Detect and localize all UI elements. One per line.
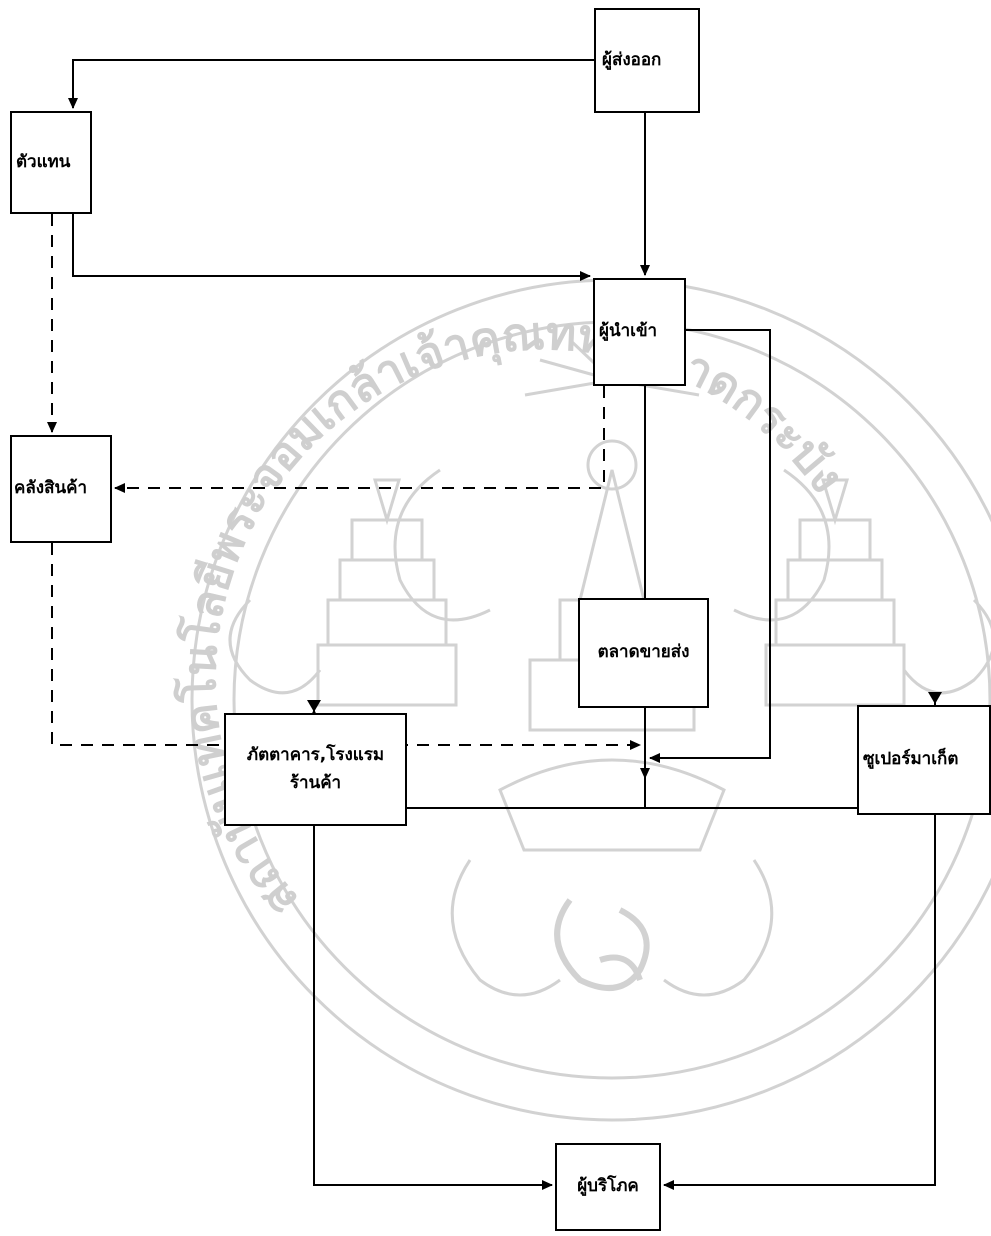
edge-exporter-agent bbox=[73, 60, 594, 108]
edge-restaurant-consumer bbox=[314, 826, 552, 1185]
watermark-left-pagoda bbox=[318, 480, 456, 705]
node-restaurant-hotel-label-line2: ร้านค้า bbox=[290, 770, 341, 797]
node-restaurant-hotel-label-line1: ภัตตาคาร,โรงแรม bbox=[247, 742, 384, 769]
node-exporter-label: ผู้ส่งออก bbox=[602, 47, 661, 74]
node-exporter: ผู้ส่งออก bbox=[594, 8, 700, 113]
node-importer: ผู้นำเข้า bbox=[593, 278, 686, 386]
node-warehouse: คลังสินค้า bbox=[10, 435, 112, 543]
node-consumer: ผู้บริโภค bbox=[555, 1143, 661, 1231]
node-wholesale-market-label: ตลาดขายส่ง bbox=[598, 639, 690, 666]
watermark-center-emblem bbox=[557, 900, 647, 988]
node-agent-label: ตัวแทน bbox=[16, 149, 70, 176]
edge-agent-importer bbox=[73, 214, 590, 276]
edge-supermarket-consumer bbox=[664, 815, 935, 1185]
node-warehouse-label: คลังสินค้า bbox=[14, 475, 87, 502]
watermark-right-pagoda bbox=[766, 480, 904, 705]
node-wholesale-market: ตลาดขายส่ง bbox=[578, 598, 709, 708]
node-agent: ตัวแทน bbox=[10, 111, 92, 214]
node-importer-label: ผู้นำเข้า bbox=[599, 318, 657, 345]
node-supermarket: ซูเปอร์มาเก็ต bbox=[857, 705, 991, 815]
node-consumer-label: ผู้บริโภค bbox=[577, 1173, 639, 1200]
node-supermarket-label: ซูเปอร์มาเก็ต bbox=[863, 746, 958, 773]
arrowhead-supermarket bbox=[928, 692, 942, 704]
node-restaurant-hotel: ภัตตาคาร,โรงแรม ร้านค้า bbox=[224, 713, 407, 826]
